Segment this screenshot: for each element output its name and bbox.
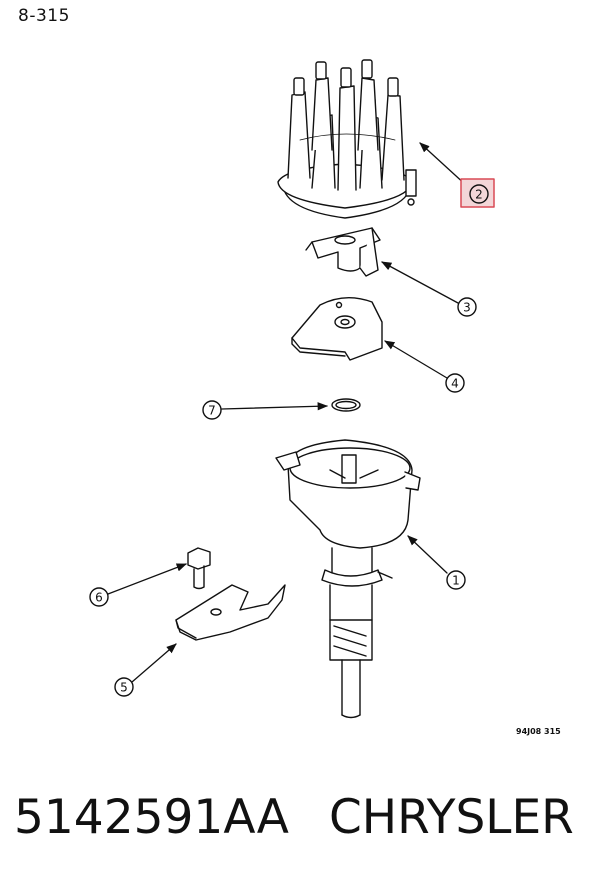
callout-6-label: 6 <box>95 591 103 605</box>
callout-1-label: 1 <box>452 574 460 588</box>
pickup-plate <box>291 297 383 361</box>
callout-3-label: 3 <box>463 301 471 315</box>
callout-6[interactable]: 6 <box>89 587 109 607</box>
callout-7-label: 7 <box>208 404 216 418</box>
callout-3[interactable]: 3 <box>457 297 477 317</box>
footer-part-line: 5142591AA CHRYSLER <box>14 790 574 845</box>
callout-4[interactable]: 4 <box>445 373 465 393</box>
brand-name: CHRYSLER <box>328 790 574 845</box>
distributor-housing <box>275 439 421 719</box>
hold-down-bolt <box>187 547 211 590</box>
callout-2[interactable]: 2 <box>460 178 495 208</box>
page-number: 8-315 <box>18 6 70 26</box>
figure-code: 94J08 315 <box>516 727 561 736</box>
o-ring <box>331 398 361 412</box>
hold-down-clamp <box>175 584 286 641</box>
callout-7[interactable]: 7 <box>202 400 222 420</box>
callout-1[interactable]: 1 <box>446 570 466 590</box>
distributor-exploded-diagram: 2 3 4 7 1 6 5 <box>89 59 495 719</box>
callout-5-label: 5 <box>120 681 128 695</box>
callout-2-label: 2 <box>475 188 483 202</box>
callout-4-label: 4 <box>451 377 459 391</box>
callout-5[interactable]: 5 <box>114 677 134 697</box>
rotor <box>305 227 381 277</box>
distributor-cap <box>277 59 417 219</box>
part-number: 5142591AA <box>14 790 289 845</box>
